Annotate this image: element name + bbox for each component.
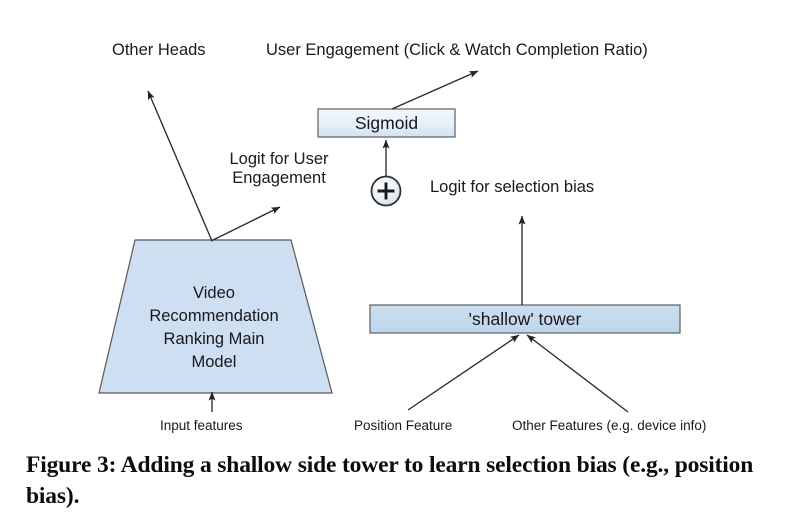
position-feature-label: Position Feature [354, 418, 453, 433]
diagram-graphics [98, 70, 681, 413]
input-features-label: Input features [160, 418, 243, 433]
logit-for-user-engagement-label: Logit for User Engagement [229, 150, 329, 188]
other-features-label: Other Features (e.g. device info) [512, 418, 707, 433]
edge-other-features-to-shallow-tower [526, 334, 629, 413]
logit-for-selection-bias-label: Logit for selection bias [430, 178, 595, 196]
figure-caption: Figure 3: Adding a shallow side tower to… [26, 452, 754, 509]
edge-position-feature-to-shallow-tower [407, 334, 520, 411]
user-engagement-label: User Engagement (Click & Watch Completio… [266, 41, 648, 59]
edge-main-model-to-logit-user-engagement [210, 206, 281, 242]
edge-sigmoid-to-user-engagement [391, 70, 479, 110]
edge-main-model-to-other-heads [147, 90, 213, 242]
main-model-shape[interactable] [98, 239, 333, 394]
other-heads-label: Other Heads [112, 41, 206, 59]
shallow-tower-box-shape[interactable] [369, 304, 681, 334]
plus-icon [377, 182, 395, 200]
sigmoid-box-shape[interactable] [317, 108, 456, 138]
